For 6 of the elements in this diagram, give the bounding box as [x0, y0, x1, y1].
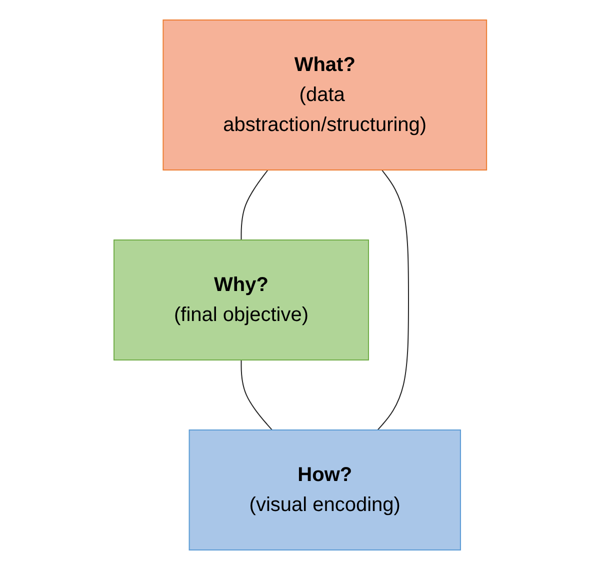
connector — [240, 170, 268, 240]
node-box: What? (data abstraction/structuring) — [162, 20, 487, 170]
connector — [240, 360, 272, 430]
node-box: How? (visual encoding) — [188, 430, 461, 550]
connector — [376, 170, 409, 430]
node-box: Why? (final objective) — [113, 240, 369, 360]
